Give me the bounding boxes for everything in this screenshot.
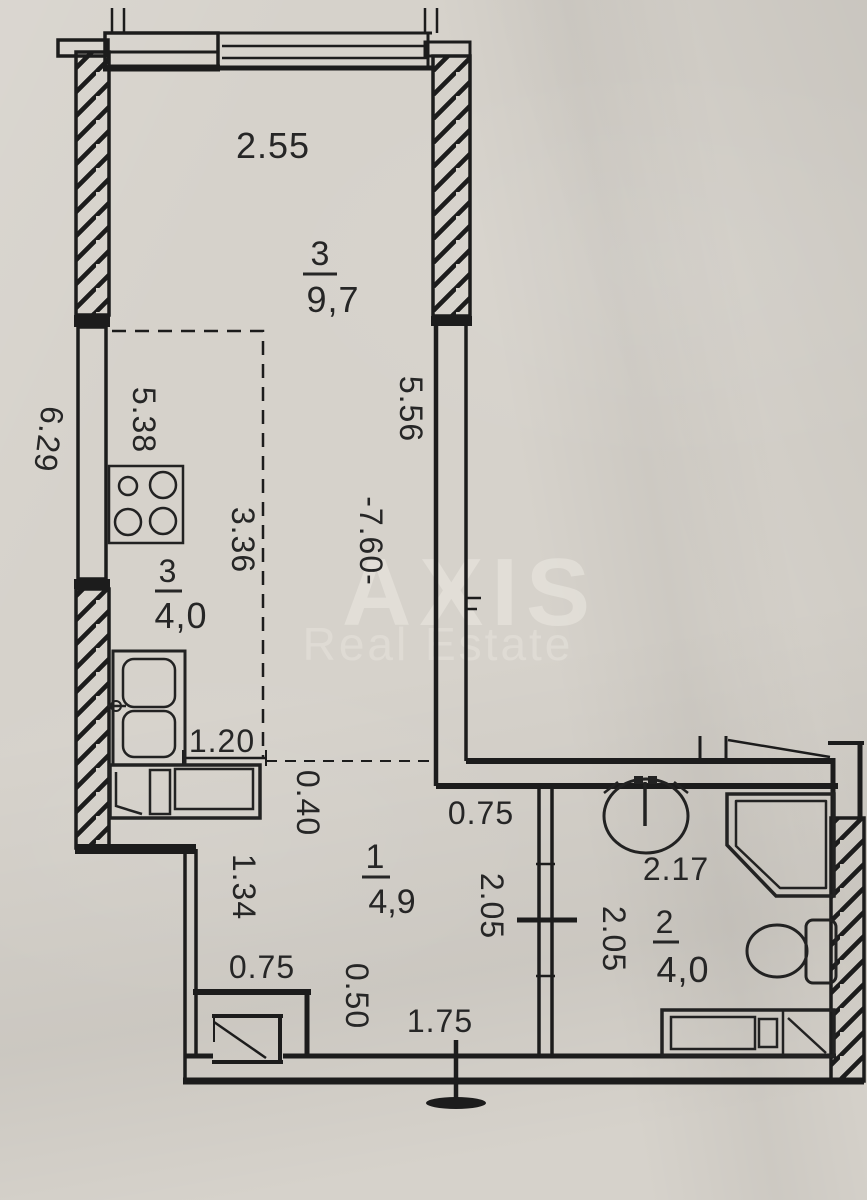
stove-icon [107, 464, 185, 545]
dim-kitchen-inner-depth: 3.36 [225, 507, 261, 573]
labels: 2.55 3 9,7 5.38 3.36 6.29 5.56 -7.60- 3 … [27, 125, 709, 1039]
dim-hall-top-opening: 0.75 [448, 795, 514, 831]
living-room-number: 3 [311, 235, 330, 273]
hall-bath-partition [517, 786, 577, 1057]
window-icon [216, 31, 434, 71]
fixtures [107, 464, 838, 1058]
entrance-door-icon [186, 1014, 283, 1064]
dim-living-height: 5.56 [393, 376, 429, 442]
toilet-icon [745, 918, 838, 985]
hall-room-number: 1 [366, 838, 385, 876]
dim-overall-height: -7.60- [353, 496, 389, 586]
dim-hall-niche-depth: 0.50 [339, 963, 375, 1029]
kitchen-zone-dashed-line [112, 329, 265, 757]
counter-unit-icon [108, 763, 262, 820]
dim-sink-run: 1.20 [189, 723, 255, 759]
corner-shower-icon [725, 792, 836, 898]
living-room-area: 9,7 [306, 279, 359, 320]
living-right-wall [423, 40, 481, 786]
washing-machine-icon [660, 1008, 836, 1058]
dim-hall-step-width: 0.75 [229, 949, 295, 985]
bath-door-icon [781, 1010, 827, 1056]
bath-room-area: 4,0 [656, 949, 709, 990]
dim-living-width: 2.55 [236, 125, 310, 166]
dim-bath-depth: 2.05 [596, 906, 632, 972]
walls [56, 8, 866, 1109]
bath-top-door-icon [698, 736, 831, 761]
bath-room-number: 2 [656, 904, 675, 940]
left-exterior-wall [56, 38, 111, 850]
entry-centerline-mark [426, 1040, 486, 1109]
kitchen-room-number: 3 [159, 553, 178, 589]
washbasin-icon [602, 776, 690, 855]
dim-kitchen-left-run: 5.38 [126, 387, 162, 453]
dim-bath-width: 2.17 [643, 851, 709, 887]
dim-hall-recess-depth: 1.34 [226, 854, 262, 920]
kitchen-room-area: 4,0 [154, 595, 207, 636]
hall-room-area: 4,9 [368, 883, 415, 921]
balcony-door-and-window [103, 8, 439, 72]
kitchen-sink-icon [108, 649, 187, 767]
dim-hall-depth: 2.05 [474, 873, 510, 939]
bottom-wall [183, 1040, 864, 1109]
watermark: AXIS Real Estate [303, 539, 590, 670]
dim-kitchen-hall-gap: 0.40 [290, 770, 326, 836]
dim-entry-width: 1.75 [407, 1003, 473, 1039]
dim-left-outside-height: 6.29 [27, 404, 71, 474]
hall-left-wall [75, 844, 311, 1081]
